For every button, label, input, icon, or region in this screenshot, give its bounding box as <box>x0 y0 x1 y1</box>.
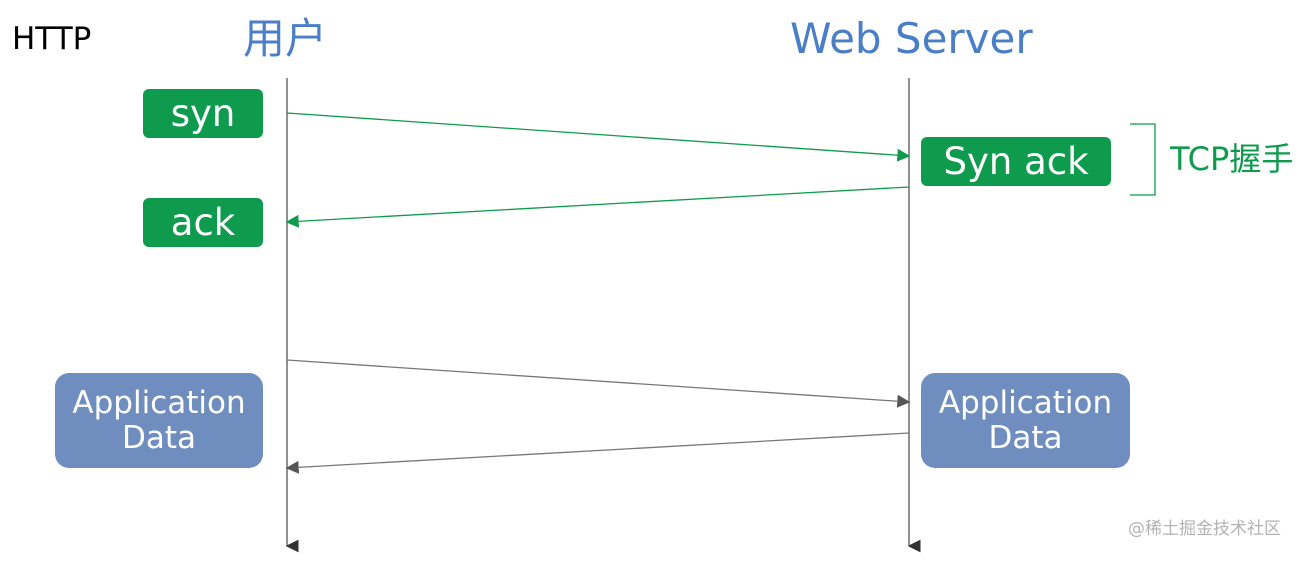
ack-arrow <box>285 186 910 228</box>
server-application-data-box: Application Data <box>921 373 1130 468</box>
application-data-request-arrow <box>286 359 911 408</box>
server-application-data-line-2: Data <box>988 419 1063 456</box>
ack-message-label: ack <box>170 201 236 244</box>
participant-web-server: Web Server <box>790 14 1033 63</box>
server-application-data-line-1: Application <box>938 384 1113 421</box>
user-application-data-box: Application Data <box>55 373 263 468</box>
syn-arrow <box>286 112 911 162</box>
syn-message-label: syn <box>170 92 236 135</box>
protocol-label: HTTP <box>12 21 92 57</box>
syn-ack-message-label: Syn ack <box>943 140 1089 183</box>
user-application-data-line-1: Application <box>72 384 246 421</box>
syn-ack-message-box: Syn ack <box>921 137 1111 186</box>
ack-message-box: ack <box>143 198 263 247</box>
tcp-handshake-bracket <box>1130 123 1156 196</box>
syn-message-box: syn <box>143 89 263 138</box>
application-data-response-arrow <box>285 432 910 474</box>
watermark: @稀土掘金技术社区 <box>1128 519 1281 539</box>
tcp-handshake-label: TCP握手 <box>1170 140 1294 178</box>
user-application-data-line-2: Data <box>121 419 197 456</box>
participant-user: 用户 <box>243 14 328 63</box>
